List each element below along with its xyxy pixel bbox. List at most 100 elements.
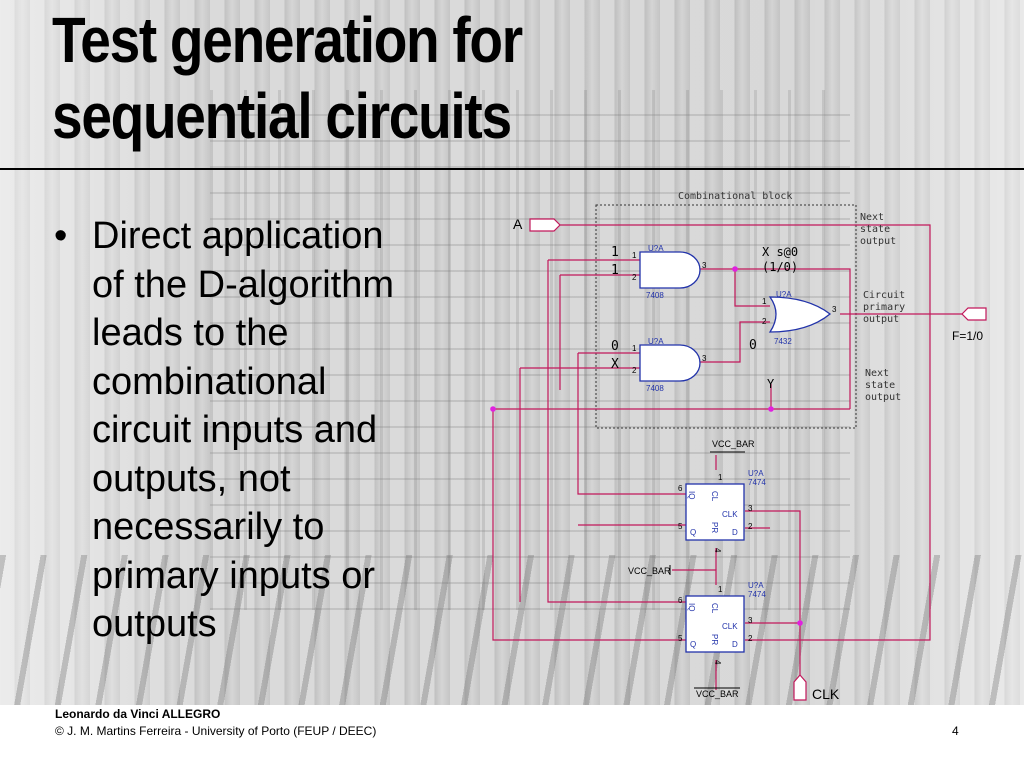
ff2-pin-d: 2 — [748, 634, 753, 643]
body-line-5: circuit inputs and — [92, 409, 378, 451]
and1-pin3: 3 — [702, 261, 707, 270]
next-state-top-line-1: Next — [860, 212, 884, 223]
body-line-9: outputs — [92, 603, 217, 645]
and2-pin2: 2 — [632, 366, 637, 375]
ff1-pin-q: 5 — [678, 522, 683, 531]
and2-in2-value: X — [611, 357, 619, 372]
vcc-bar-bottom: VCC_BAR — [696, 689, 739, 699]
primary-output-line-3: output — [863, 314, 899, 325]
ff2-part: 7474 — [748, 590, 766, 599]
next-state-top-line-2: state — [860, 224, 890, 235]
and1-in2-value: 1 — [611, 263, 619, 278]
ff1-pr: PR — [710, 522, 719, 533]
body-line-2: of the D-algorithm — [92, 263, 395, 306]
and2-part: 7408 — [646, 384, 664, 393]
body-line-7: necessarily to — [92, 506, 325, 548]
output-f-connector — [961, 307, 987, 321]
ff2-q: Q — [690, 640, 696, 649]
title-line-1: Test generation for — [52, 4, 523, 76]
next-state-top-line-3: output — [860, 236, 896, 247]
ff2-pin-q: 5 — [678, 634, 683, 643]
ff1-pin-qbar: 6 — [678, 484, 683, 493]
and1-in1-value: 1 — [611, 245, 619, 260]
footer-author: Leonardo da Vinci ALLEGRO — [55, 707, 221, 721]
ff1-pin-cl: 1 — [718, 473, 723, 482]
body-line-1: Direct application — [92, 215, 384, 257]
junction-dots — [490, 266, 803, 626]
output-f-value: F=1/0 — [952, 329, 983, 343]
body-line-4: combinational — [92, 360, 327, 403]
title-line-2: sequential circuits — [52, 80, 512, 152]
next-state-output-top: Next state output — [860, 212, 896, 247]
primary-output-label: Circuit primary output — [863, 290, 905, 325]
background-photo — [0, 0, 1024, 705]
circuit-diagram: Combinational block A — [490, 191, 987, 702]
y-label: Y — [767, 377, 775, 391]
ff2-d: D — [732, 640, 738, 649]
or-gate: U?A 7432 1 2 3 — [762, 290, 837, 346]
and1-pin2: 2 — [632, 273, 637, 282]
input-a-label: A — [513, 216, 523, 232]
footer-copyright: © J. M. Martins Ferreira - University of… — [55, 724, 377, 738]
ff2-pin-cl: 1 — [718, 585, 723, 594]
primary-output-line-2: primary — [863, 302, 905, 313]
fault-value: (1/0) — [762, 260, 798, 274]
and2-ref: U?A — [648, 337, 664, 346]
ff2-pr: PR — [710, 634, 719, 645]
and2-pin3: 3 — [702, 354, 707, 363]
ff1-cl: CL — [710, 491, 719, 502]
ff2-pin-qbar: 6 — [678, 596, 683, 605]
flip-flop-1: U?A 7474 CL CLK IQ PR Q D 1 3 2 6 5 4 — [678, 469, 766, 553]
ff1-pin-clk: 3 — [748, 504, 753, 513]
title-divider — [0, 168, 1024, 170]
or-part: 7432 — [774, 337, 792, 346]
clk-label: CLK — [812, 686, 840, 702]
ff2-pin-pr: 4 — [713, 660, 722, 665]
primary-output-line-1: Circuit — [863, 290, 905, 301]
ff2-qbar: IQ — [687, 603, 696, 611]
and1-part: 7408 — [646, 291, 664, 300]
page-number: 4 — [952, 724, 959, 738]
clk-connector — [793, 674, 807, 701]
next-state-output-bottom: Next state output — [865, 368, 901, 403]
body-line-8: primary inputs or — [92, 554, 375, 597]
body-line-3: leads to the — [92, 312, 289, 354]
ff1-pin-d: 2 — [748, 522, 753, 531]
ff1-pin-pr: 4 — [713, 548, 722, 553]
input-a-connector — [529, 218, 561, 232]
and2-pin1: 1 — [632, 344, 637, 353]
slide-title: Test generation for sequential circuits — [52, 2, 523, 154]
ff2-cl: CL — [710, 603, 719, 614]
ff1-clk: CLK — [722, 510, 738, 519]
or-pin1: 1 — [762, 297, 767, 306]
combinational-block-frame — [595, 204, 857, 429]
combinational-block-label: Combinational block — [678, 191, 792, 202]
or-pin3: 3 — [832, 305, 837, 314]
vcc-bar-middle: VCC_BAR — [628, 566, 671, 576]
or-ref: U?A — [776, 290, 792, 299]
bullet-marker: • — [54, 215, 68, 257]
next-state-bottom-line-1: Next — [865, 368, 889, 379]
fault-label: X s@0 — [762, 245, 798, 259]
ff2-clk: CLK — [722, 622, 738, 631]
bullet-text: Direct application of the D-algorithm le… — [92, 212, 468, 649]
next-state-bottom-line-2: state — [865, 380, 895, 391]
ff1-part: 7474 — [748, 478, 766, 487]
and2-in1-value: 0 — [611, 339, 619, 354]
ff2-ref: U?A — [748, 581, 764, 590]
ff1-q: Q — [690, 528, 696, 537]
vcc-bar-top: VCC_BAR — [712, 439, 755, 449]
and1-ref: U?A — [648, 244, 664, 253]
and-gate-2: U?A 7408 1 2 3 — [632, 337, 707, 393]
ff1-qbar: IQ — [687, 491, 696, 499]
and-gate-1: U?A 7408 1 2 3 — [632, 244, 707, 300]
ff2-pin-clk: 3 — [748, 616, 753, 625]
flip-flop-2: U?A 7474 CL CLK IQ PR Q D 1 3 2 6 5 4 — [678, 581, 766, 665]
and1-pin1: 1 — [632, 251, 637, 260]
footer: Leonardo da Vinci ALLEGRO © J. M. Martin… — [55, 706, 376, 740]
ff1-d: D — [732, 528, 738, 537]
or-in2-value: 0 — [749, 338, 757, 353]
body-line-6: outputs, not — [92, 457, 291, 500]
next-state-bottom-line-3: output — [865, 392, 901, 403]
bullet-list: • Direct application of the D-algorithm … — [48, 212, 468, 649]
